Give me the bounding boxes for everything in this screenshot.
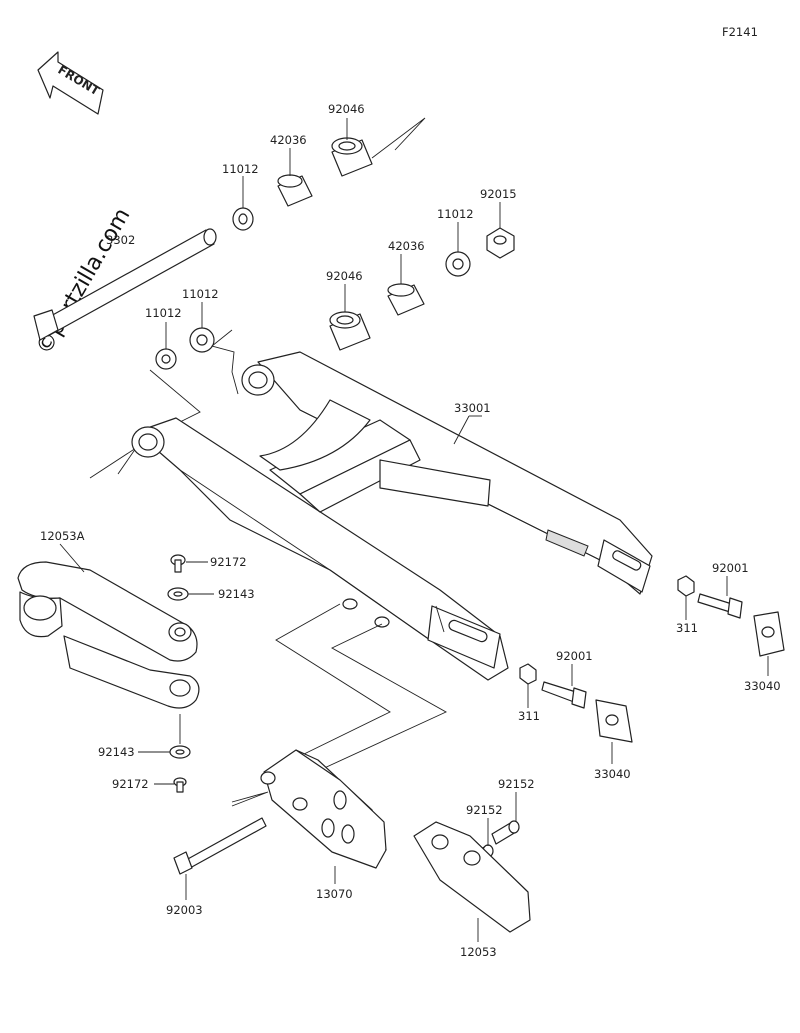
- label-92143-top: 92143: [218, 587, 255, 601]
- label-92015: 92015: [480, 187, 517, 201]
- label-92001-right: 92001: [712, 561, 749, 575]
- label-92172-top: 92172: [210, 555, 247, 569]
- long-bolt-part: [173, 817, 267, 875]
- label-12053A: 12053A: [40, 529, 85, 543]
- label-92046-mid: 92046: [326, 269, 363, 283]
- leader-lines: [59, 118, 769, 942]
- label-92152-b: 92152: [498, 777, 535, 791]
- chain-adjuster-plate-right: [753, 611, 785, 657]
- label-311-mid: 311: [518, 709, 540, 723]
- label-42036-mid: 42036: [388, 239, 425, 253]
- needle-bearing-part-top: [331, 137, 373, 177]
- label-11012-top: 11012: [222, 162, 259, 176]
- screw-part-top: [170, 554, 186, 573]
- adjuster-bolt-part-mid: [541, 681, 587, 709]
- collar-part-left: [189, 327, 215, 353]
- label-12053: 12053: [460, 945, 497, 959]
- pivot-shaft-part: [33, 228, 217, 341]
- washer-part-top: [167, 587, 189, 601]
- label-92143-bot: 92143: [98, 745, 135, 759]
- washer-part-bottom: [169, 745, 191, 759]
- label-42036-top: 42036: [270, 133, 307, 147]
- label-33040-mid: 33040: [594, 767, 631, 781]
- needle-bearing-part-mid: [329, 311, 371, 351]
- label-33040-right: 33040: [744, 679, 781, 693]
- label-92001-mid: 92001: [556, 649, 593, 663]
- label-3302: 3302: [106, 233, 135, 247]
- label-11012-mid: 11012: [437, 207, 474, 221]
- pin-part-b: [491, 820, 520, 845]
- chain-guide-part: [413, 821, 531, 933]
- bushing-part-top: [277, 174, 313, 207]
- label-13070: 13070: [316, 887, 353, 901]
- chain-adjuster-plate-mid: [595, 699, 633, 743]
- label-92003: 92003: [166, 903, 203, 917]
- label-33001: 33001: [454, 401, 491, 415]
- label-11012-left-2: 11012: [145, 306, 182, 320]
- front-arrow-icon: FRONT: [37, 51, 104, 115]
- chain-guide-bracket-part: [260, 749, 387, 869]
- label-92152-a: 92152: [466, 803, 503, 817]
- figure-code: F2141: [722, 25, 758, 39]
- label-11012-left: 11012: [182, 287, 219, 301]
- nut-part-right: [677, 575, 695, 597]
- screw-part-bottom: [173, 777, 187, 793]
- nut-part-mid: [519, 663, 537, 685]
- swingarm-part: [131, 351, 653, 681]
- adjuster-bolt-part-right: [697, 593, 743, 619]
- chain-slider-part: [17, 561, 200, 709]
- collar-part-top: [232, 207, 254, 231]
- label-92046-top: 92046: [328, 102, 365, 116]
- label-311-right: 311: [676, 621, 698, 635]
- collar-part-mid: [445, 251, 471, 277]
- cap-nut-part: [486, 227, 515, 259]
- label-92172-bot: 92172: [112, 777, 149, 791]
- collar-part-left-2: [155, 348, 177, 370]
- bushing-part-mid: [387, 283, 425, 316]
